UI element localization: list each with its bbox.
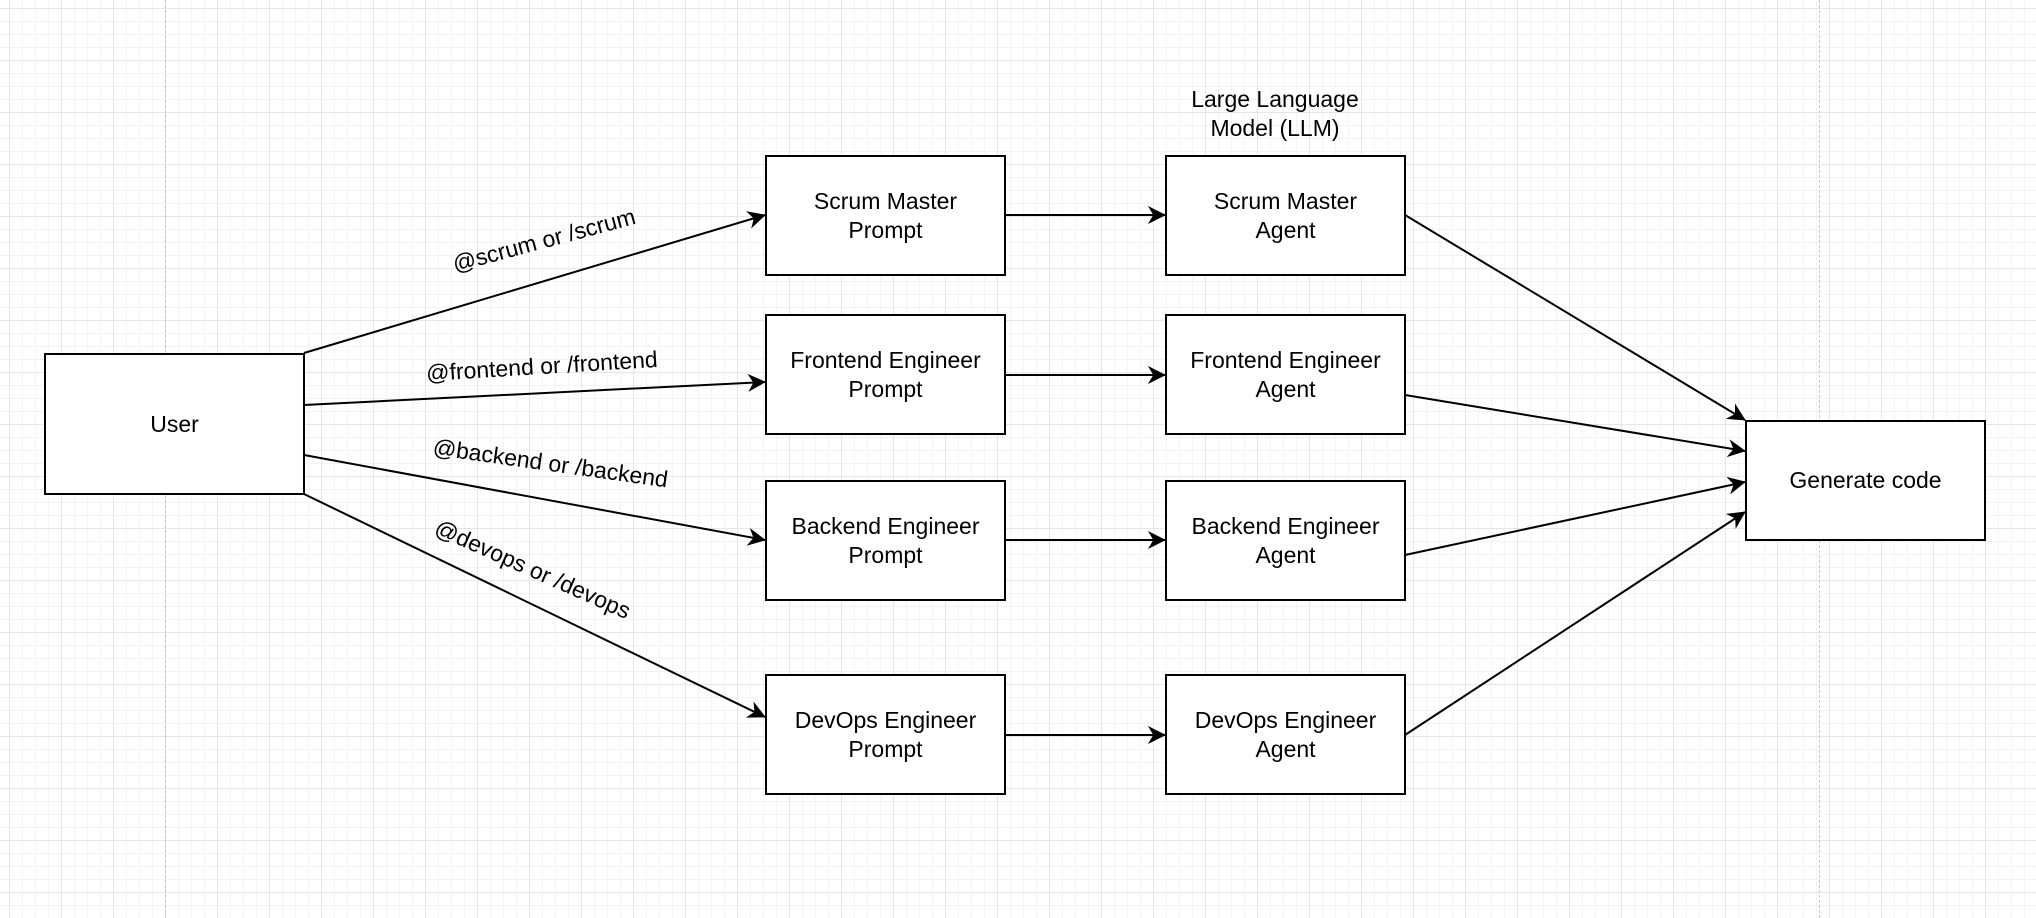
user-node[interactable]: User <box>44 353 305 495</box>
frontend-engineer-agent-node[interactable]: Frontend Engineer Agent <box>1165 314 1406 435</box>
devops-engineer-prompt-node[interactable]: DevOps Engineer Prompt <box>765 674 1006 795</box>
scrum-master-agent-node[interactable]: Scrum Master Agent <box>1165 155 1406 276</box>
edge-scrum-agent-to-generate[interactable] <box>1404 214 1746 421</box>
edge-user-to-frontend-prompt[interactable] <box>303 373 766 406</box>
edge-user-to-scrum-prompt[interactable] <box>303 211 766 354</box>
edge-frontend-agent-to-generate[interactable] <box>1404 394 1746 458</box>
llm-group-label: Large Language Model (LLM) <box>1191 86 1359 141</box>
frontend-engineer-prompt-node[interactable]: Frontend Engineer Prompt <box>765 314 1006 435</box>
edge-devops-agent-to-generate[interactable] <box>1404 511 1746 736</box>
backend-engineer-agent-node[interactable]: Backend Engineer Agent <box>1165 480 1406 601</box>
edge-user-to-devops-prompt[interactable] <box>303 493 766 718</box>
scrum-master-prompt-node[interactable]: Scrum Master Prompt <box>765 155 1006 276</box>
edge-backend-agent-to-generate[interactable] <box>1404 476 1746 556</box>
devops-engineer-agent-node[interactable]: DevOps Engineer Agent <box>1165 674 1406 795</box>
backend-engineer-prompt-node[interactable]: Backend Engineer Prompt <box>765 480 1006 601</box>
generate-code-node[interactable]: Generate code <box>1745 420 1986 541</box>
edge-user-to-backend-prompt[interactable] <box>303 454 766 546</box>
